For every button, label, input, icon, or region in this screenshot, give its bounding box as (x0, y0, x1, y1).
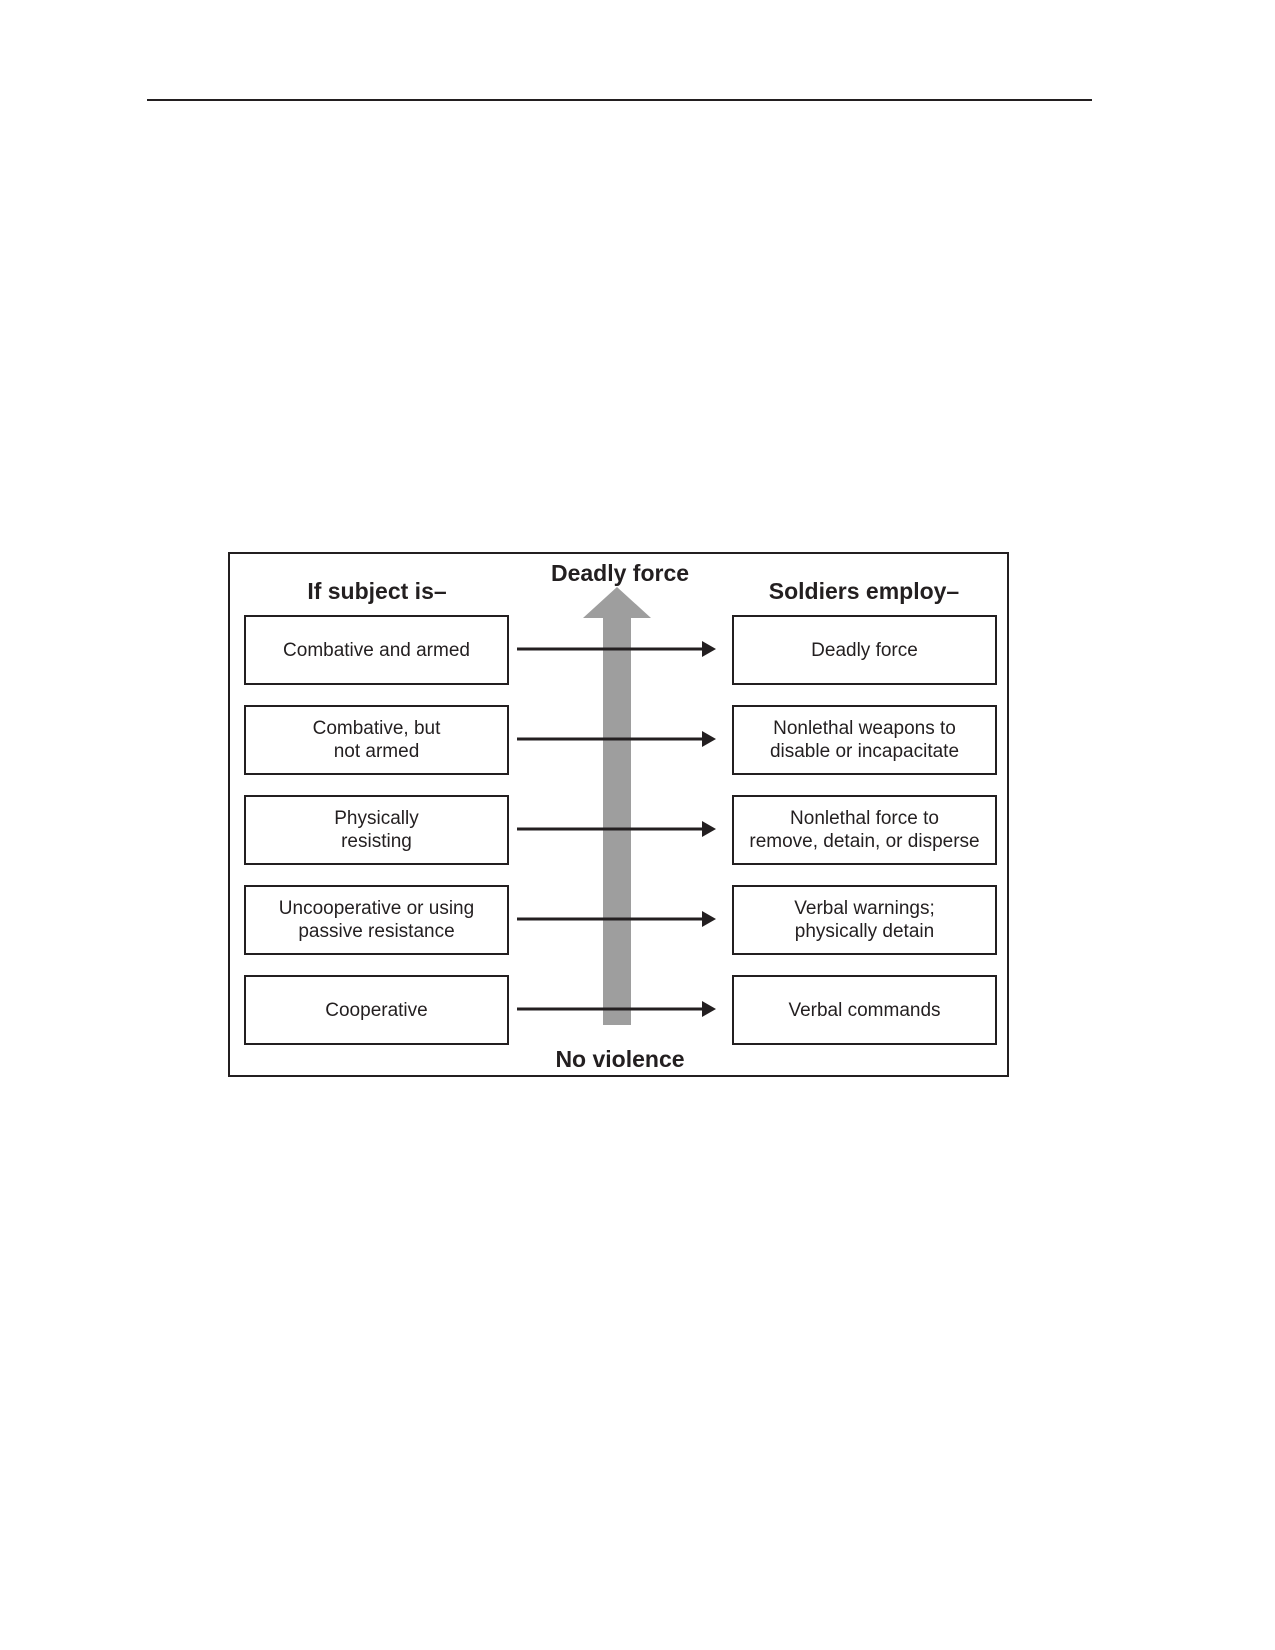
subject-box-cooperative: Cooperative (244, 975, 509, 1045)
response-box-verbal-commands: Verbal commands (732, 975, 997, 1045)
subject-box-combative-armed: Combative and armed (244, 615, 509, 685)
row-arrowhead-4 (702, 911, 716, 927)
response-box-verbal-warnings: Verbal warnings; physically detain (732, 885, 997, 955)
escalation-scale-shaft (603, 614, 631, 1025)
row-arrowhead-3 (702, 821, 716, 837)
response-box-deadly-force: Deadly force (732, 615, 997, 685)
left-column-heading: If subject is– (307, 578, 447, 604)
header-rule (147, 99, 1092, 101)
row-arrowhead-2 (702, 731, 716, 747)
scale-top-label: Deadly force (550, 560, 690, 586)
row-arrows (517, 641, 716, 1017)
escalation-scale-arrowhead (583, 587, 651, 618)
escalation-scale-arrow (583, 587, 651, 1025)
row-arrowhead-5 (702, 1001, 716, 1017)
response-box-nonlethal-force: Nonlethal force to remove, detain, or di… (732, 795, 997, 865)
response-box-nonlethal-weapons: Nonlethal weapons to disable or incapaci… (732, 705, 997, 775)
subject-box-physically-resisting: Physically resisting (244, 795, 509, 865)
scale-bottom-label: No violence (555, 1046, 685, 1072)
subject-box-uncooperative: Uncooperative or using passive resistanc… (244, 885, 509, 955)
right-column-heading: Soldiers employ– (768, 578, 960, 604)
use-of-force-diagram: If subject is– Soldiers employ– Deadly f… (228, 552, 1009, 1077)
subject-box-combative-unarmed: Combative, but not armed (244, 705, 509, 775)
row-arrowhead-1 (702, 641, 716, 657)
